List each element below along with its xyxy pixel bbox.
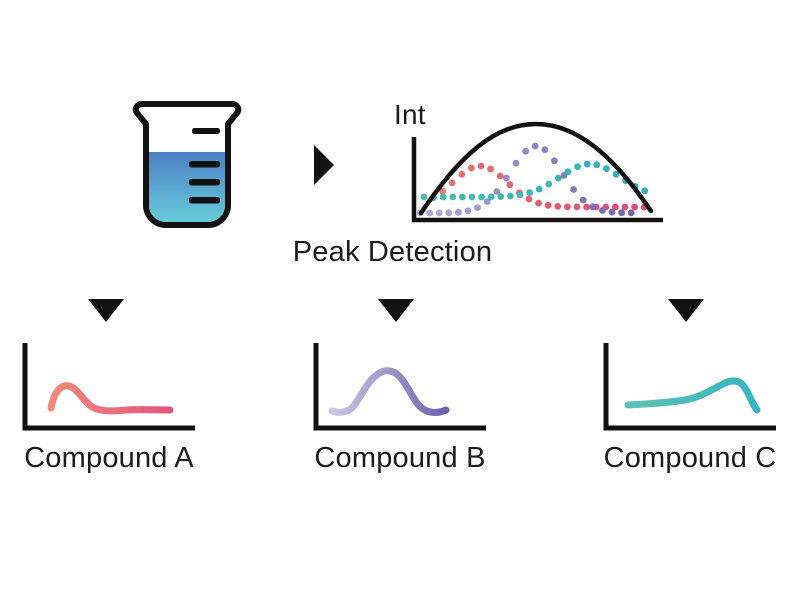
compound-a-dots [468,164,475,172]
compound-b-axes [313,343,486,431]
compound-c-label: Compound C [603,442,777,474]
peak-envelope-curve [418,121,654,216]
compound-a-label: Compound A [24,442,194,474]
compound-b-dots [445,209,453,217]
down-arrow-icon [668,299,704,322]
compound-a-dots [496,172,504,180]
compound-b-dots [464,207,472,215]
compound-a-curve [47,382,174,415]
compound-a-dots [564,203,571,211]
compound-a-dots [448,179,456,187]
compound-c-axes [603,343,776,431]
compound-b-dots [608,208,616,216]
compound-c-dots [459,193,466,201]
compound-a-dots [573,203,581,211]
compound-c-dots [641,187,649,195]
compound-a-dots [506,181,514,189]
compound-c-dots [487,193,495,201]
compound-c-dots [439,193,447,201]
beaker-graduation-ticks [189,128,220,204]
compound-c-curve [624,377,761,414]
compound-b-dots [493,188,501,195]
compound-b-label: Compound B [314,442,486,474]
compound-b-dots [618,209,625,217]
compound-a-dots [612,203,619,211]
compound-a-dots [439,187,446,195]
compound-c-dots [603,165,610,172]
compound-c-dots [583,160,591,168]
compound-b-dots [599,207,606,214]
peak-chart-axes [411,137,663,223]
down-arrow-icon [88,299,124,322]
compound-c-dots [612,170,620,178]
beaker-icon [132,101,242,228]
compound-a-dots [554,203,562,210]
peak-detection-caption: Peak Detection [292,236,493,268]
compound-c-dots [535,185,543,193]
compound-c-chart [603,343,776,431]
compound-c-dots [526,189,533,197]
compound-b-dots [627,209,635,217]
intensity-axis-label: Int [394,99,426,130]
compound-c-dots [564,168,572,176]
compound-b-dots [522,147,529,155]
compound-a-dots [487,165,494,173]
compound-b-dots [551,157,558,165]
compound-c-dots [545,180,553,188]
compound-c-dots [478,193,485,201]
compound-b-dots [541,146,549,154]
compound-c-dots [497,193,505,200]
compound-c-dots [593,161,601,169]
peak-dots-group [416,142,649,217]
compound-b-curve [328,367,450,416]
compound-c-dots [507,192,514,200]
compound-c-dots [516,191,524,199]
compound-b-chart [313,343,486,431]
compound-a-panel: Compound A [14,340,204,473]
right-arrow-icon [314,145,334,185]
compound-a-dots [544,201,552,209]
compound-a-dots [621,203,629,211]
compound-c-dots [420,193,428,201]
compound-a-dots [458,170,466,178]
peak-detection-chart [411,121,663,223]
compound-a-dots [631,203,638,211]
compound-b-dots [435,209,443,217]
compound-c-dots [574,163,581,171]
compound-b-dots [455,208,462,216]
down-arrow-icon [378,299,414,322]
compound-b-dots [570,186,577,193]
compound-a-dots [583,203,590,211]
compound-b-dots [531,142,539,150]
compound-c-dots [468,193,476,201]
compound-b-dots [503,174,510,182]
compound-c-panel: Compound C [595,340,785,473]
compound-c-dots [555,174,562,182]
compound-b-dots [589,203,597,211]
compound-c-dots [449,193,457,201]
compound-b-dots [483,198,491,205]
compound-a-dots [525,195,533,203]
beaker-liquid [149,152,225,222]
compound-b-panel: Compound B [305,340,495,473]
compound-a-chart [22,343,195,431]
compound-b-dots [512,159,520,167]
compound-b-dots [426,209,433,217]
compound-a-axes [22,343,195,431]
compound-a-dots [535,199,542,207]
compound-b-dots [474,204,481,211]
compound-b-dots [579,196,587,204]
compound-a-dots [477,162,485,170]
